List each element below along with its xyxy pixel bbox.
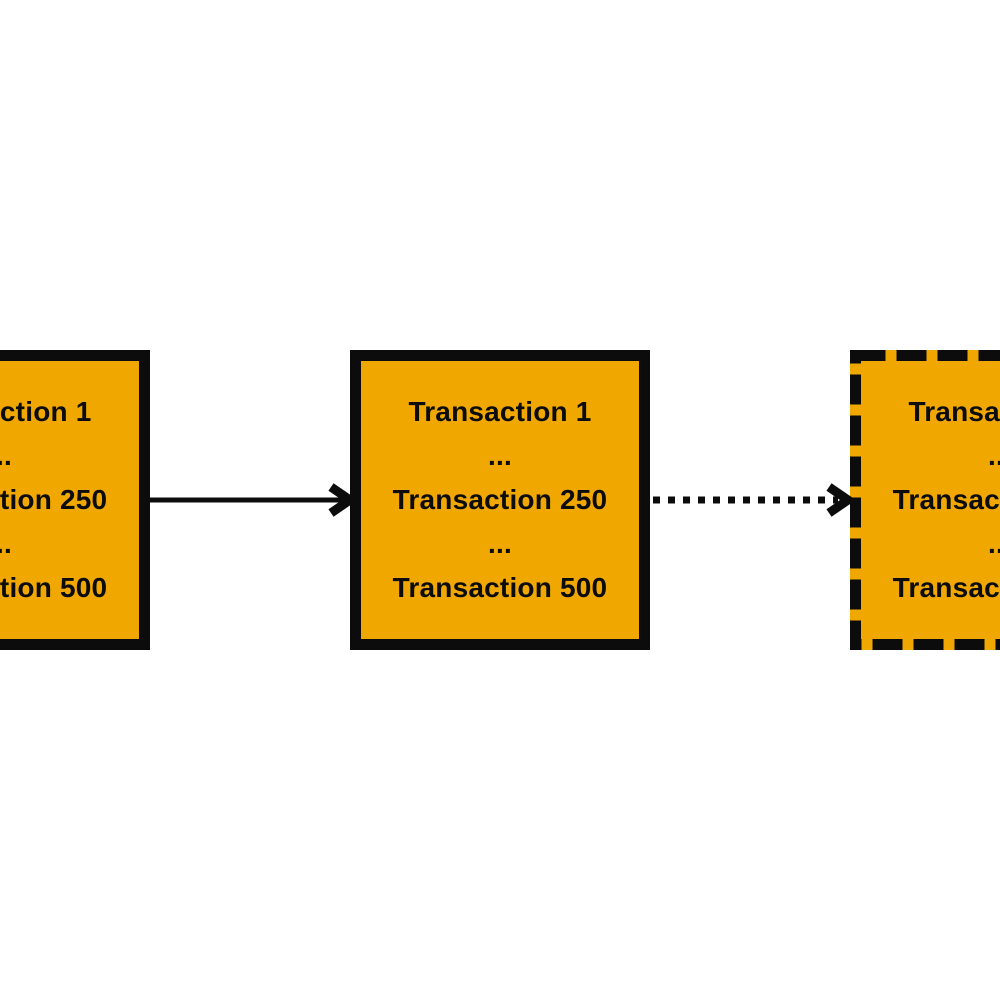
transaction-block-3: Transaction 1 ... Transaction 250 ... Tr… xyxy=(850,350,1000,650)
solid-arrow xyxy=(150,483,358,517)
transaction-label: Transaction 1 xyxy=(0,396,92,427)
transaction-label: Transaction 500 xyxy=(392,572,608,603)
ellipsis-label: ... xyxy=(988,440,1000,471)
transaction-label: Transaction 250 xyxy=(392,484,608,515)
transaction-label: Transaction 1 xyxy=(408,396,592,427)
transaction-label: Transaction 250 xyxy=(0,484,108,515)
ellipsis-label: ... xyxy=(0,528,12,559)
transaction-label: Transaction 500 xyxy=(892,572,1000,603)
transaction-label: Transaction 500 xyxy=(0,572,108,603)
ellipsis-label: ... xyxy=(488,440,512,471)
ellipsis-label: ... xyxy=(0,440,12,471)
ellipsis-label: ... xyxy=(988,528,1000,559)
transaction-block-1: Transaction 1 ... Transaction 250 ... Tr… xyxy=(0,350,150,650)
transaction-label: Transaction 250 xyxy=(892,484,1000,515)
dotted-arrow xyxy=(653,483,856,517)
transaction-block-2: Transaction 1 ... Transaction 250 ... Tr… xyxy=(350,350,650,650)
ellipsis-label: ... xyxy=(488,528,512,559)
transaction-label: Transaction 1 xyxy=(908,396,1000,427)
